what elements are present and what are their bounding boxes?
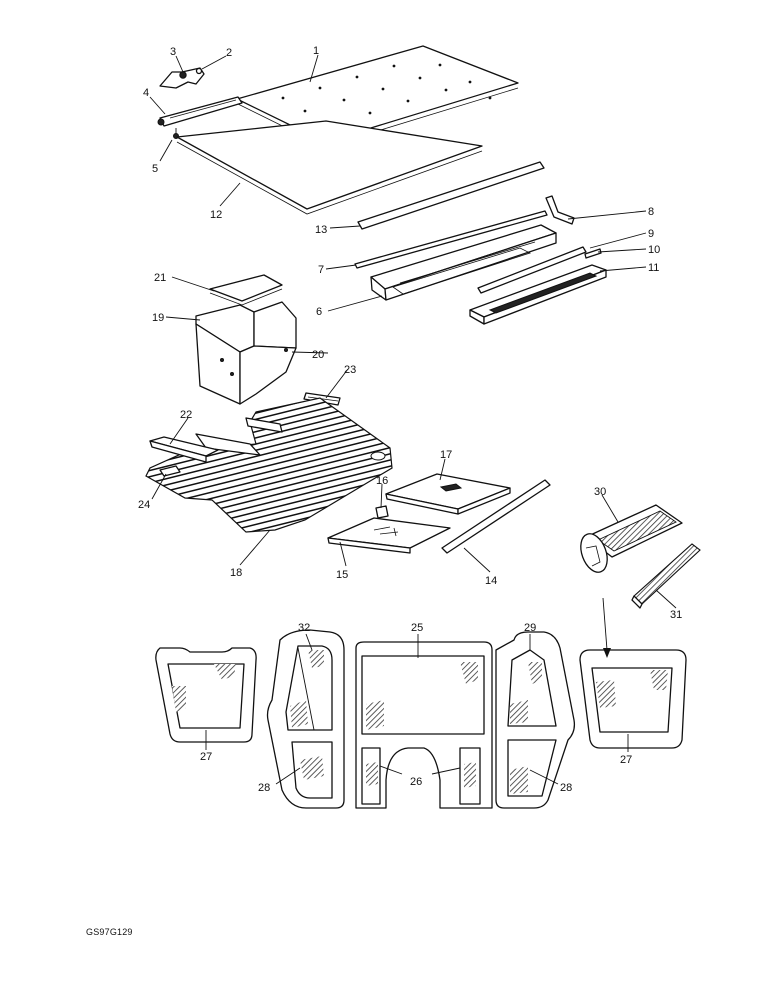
part-label: 11 bbox=[648, 262, 659, 274]
rear-quarter-glass-left bbox=[155, 647, 257, 743]
part-label: 1 bbox=[313, 45, 319, 57]
part-label: 6 bbox=[316, 306, 322, 318]
front-windscreen bbox=[355, 641, 493, 809]
part-label: 20 bbox=[312, 349, 324, 361]
part-label: 27 bbox=[200, 751, 212, 763]
part-label: 22 bbox=[180, 409, 192, 421]
part-label: 29 bbox=[524, 622, 536, 634]
roof-bracket-rail bbox=[157, 96, 243, 127]
part-label: 16 bbox=[376, 475, 388, 487]
part-label: 15 bbox=[336, 569, 348, 581]
part-label: 7 bbox=[318, 264, 324, 276]
seal-strip-13 bbox=[357, 161, 545, 230]
part-label: 13 bbox=[315, 224, 327, 236]
seal-strip-9 bbox=[477, 246, 602, 294]
floor-plate-17 bbox=[385, 473, 511, 515]
part-label: 23 bbox=[344, 364, 356, 376]
part-label: 18 bbox=[230, 567, 242, 579]
floor-plate-15 bbox=[327, 517, 451, 554]
rear-quarter-glass-right bbox=[579, 649, 687, 749]
part-label: 24 bbox=[138, 499, 150, 511]
part-number-labels: 1 2 3 4 5 6 7 8 9 10 11 12 13 14 15 16 1… bbox=[138, 45, 682, 794]
bracket-22 bbox=[149, 436, 219, 463]
handle bbox=[545, 195, 575, 225]
seal-profile-30 bbox=[580, 504, 683, 573]
part-label: 4 bbox=[143, 87, 149, 99]
plate-24 bbox=[159, 465, 181, 477]
part-label: 5 bbox=[152, 163, 158, 175]
pointer-arrow bbox=[602, 597, 611, 658]
part-label: 28 bbox=[258, 782, 270, 794]
part-label: 25 bbox=[411, 622, 423, 634]
side-housing bbox=[195, 301, 297, 405]
part-label: 17 bbox=[440, 449, 452, 461]
tray bbox=[469, 264, 607, 325]
part-label: 21 bbox=[154, 272, 166, 284]
window-channel bbox=[370, 224, 557, 301]
part-label: 2 bbox=[226, 47, 232, 59]
part-label: 8 bbox=[648, 206, 654, 218]
drawing-reference-code: GS97G129 bbox=[86, 927, 133, 937]
seal-7 bbox=[354, 210, 548, 269]
headliner-panel bbox=[176, 120, 483, 215]
part-label: 27 bbox=[620, 754, 632, 766]
part-label: 9 bbox=[648, 228, 654, 240]
part-label: 12 bbox=[210, 209, 222, 221]
part-label: 32 bbox=[298, 622, 310, 634]
part-label: 10 bbox=[648, 244, 660, 256]
seal-strip-31 bbox=[631, 543, 701, 609]
strip-14 bbox=[441, 479, 551, 554]
part-label: 26 bbox=[410, 776, 422, 788]
door-left bbox=[266, 629, 345, 809]
bracket-16 bbox=[375, 505, 389, 519]
roof-latch bbox=[159, 67, 205, 89]
door-right bbox=[495, 631, 576, 809]
part-label: 30 bbox=[594, 486, 606, 498]
leader-lines bbox=[149, 54, 677, 785]
cover-21 bbox=[209, 274, 283, 306]
part-label: 3 bbox=[170, 46, 176, 58]
part-label: 19 bbox=[152, 312, 164, 324]
part-label: 31 bbox=[670, 609, 682, 621]
part-label: 14 bbox=[485, 575, 497, 587]
part-label: 28 bbox=[560, 782, 572, 794]
floor-mat bbox=[145, 397, 393, 533]
